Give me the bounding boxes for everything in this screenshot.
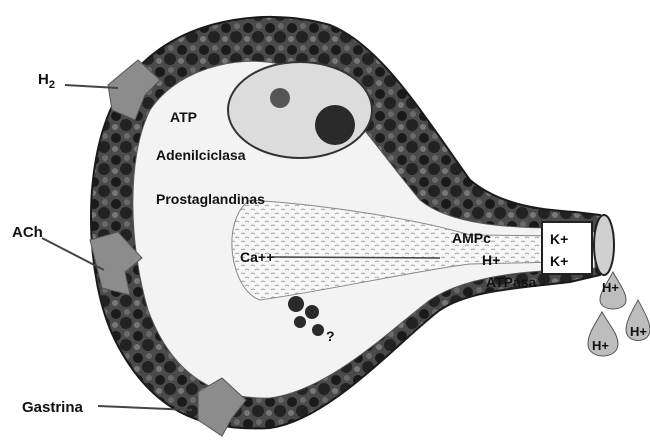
granule [312, 324, 324, 336]
atp-label: ATP [170, 109, 197, 125]
lumen-opening [594, 215, 614, 275]
ach-label: ACh [12, 224, 43, 241]
k-plus-label-1: K+ [550, 231, 568, 247]
ca-label: Ca++ [240, 249, 274, 265]
prostaglandinas-label: Prostaglandinas [156, 191, 265, 207]
nucleolus [315, 105, 355, 145]
gastrina-label: Gastrina [22, 399, 84, 416]
nuclear-granule [270, 88, 290, 108]
ampc-label: AMPc [452, 230, 491, 246]
granule [294, 316, 306, 328]
h-plus-drop-label-2: H+ [630, 324, 647, 339]
h2-label: H2 [38, 71, 55, 91]
atpasa-label: ATPasa [486, 274, 537, 290]
k-plus-label-2: K+ [550, 253, 568, 269]
granule [305, 305, 319, 319]
h-plus-drop-label-1: H+ [602, 280, 619, 295]
question-label: ? [326, 328, 335, 344]
nucleus [228, 62, 372, 158]
adenilciclasa-label: Adenilciclasa [156, 147, 246, 163]
h-plus-inner-label: H+ [482, 252, 500, 268]
h-plus-drop-label-3: H+ [592, 338, 609, 353]
granule [288, 296, 304, 312]
ca-pointer [272, 257, 440, 258]
